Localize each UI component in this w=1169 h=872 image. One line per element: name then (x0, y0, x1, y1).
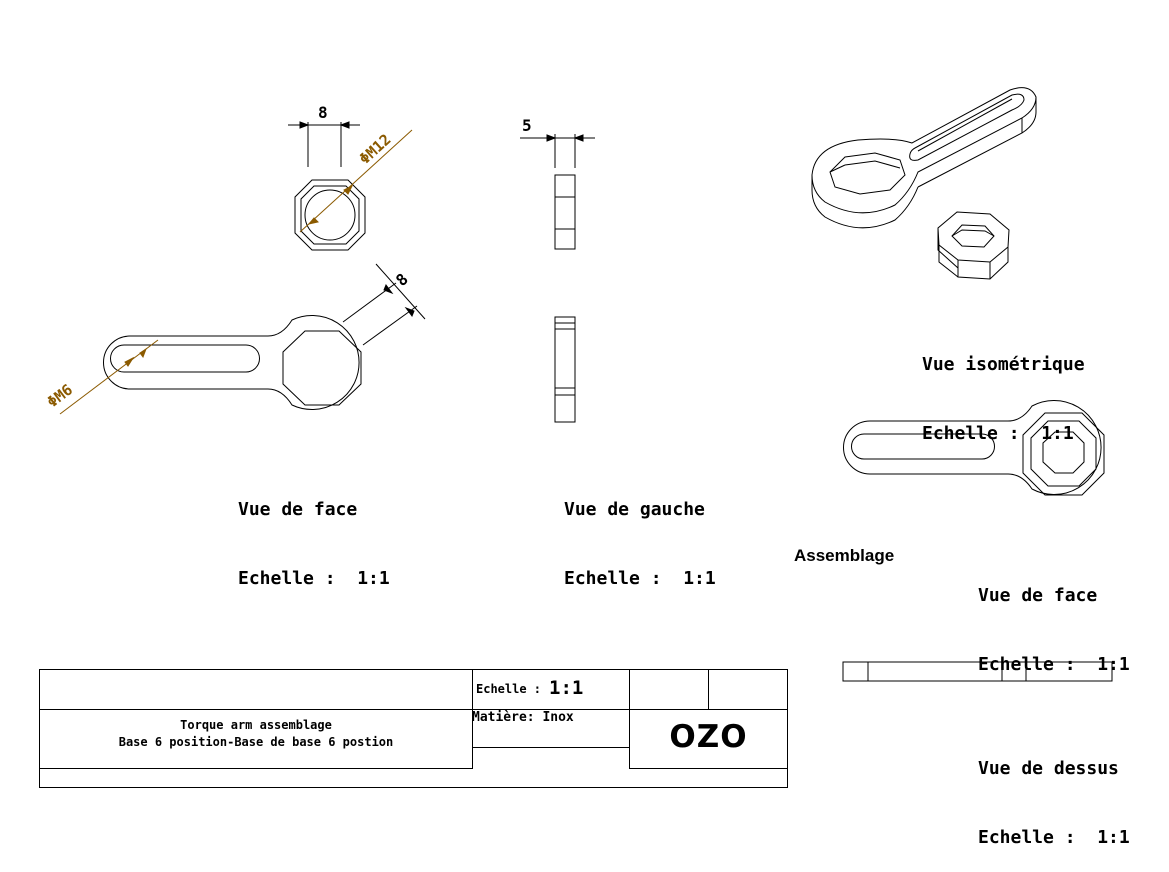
nut-outer-octagon (294, 179, 366, 251)
iso-arm-outline (811, 87, 1037, 214)
title-block-material: Matière: Inox (472, 710, 574, 725)
left-view-label: Vue de gauche Echelle : 1:1 (564, 452, 716, 613)
dim-side-thickness-text: 5 (522, 116, 532, 135)
left-view-nut (554, 174, 576, 250)
nut-bore-circle (304, 189, 356, 241)
assembly-front-scale: Echelle : 1:1 (978, 654, 1130, 675)
dim-slot-diameter-text: ΦM6 (44, 381, 76, 412)
assembly-arm-slot (851, 433, 995, 460)
iso-nut-bore (951, 224, 995, 248)
title-block-title-line2: Base 6 position-Base de base 6 postion (118, 735, 394, 749)
title-block-scale-value: 1:1 (549, 677, 584, 699)
dim-side-thickness (520, 134, 595, 168)
left-view-scale: Echelle : 1:1 (564, 568, 716, 589)
dim-top-width-text: 8 (318, 103, 328, 122)
dim-top-width (288, 121, 360, 167)
front-view-scale: Echelle : 1:1 (238, 568, 390, 589)
nut-inner-octagon (300, 185, 360, 245)
title-block: Torque arm assemblage Base 6 position-Ba… (39, 669, 788, 788)
assembly-arm-outline (843, 400, 1102, 495)
front-view-label: Vue de face Echelle : 1:1 (238, 452, 390, 613)
assembly-outer-octagon (1022, 412, 1105, 496)
technical-drawing: 8 ΦM12 8 ΦM6 (44, 87, 1113, 682)
assembly-bore-octagon (1042, 431, 1085, 474)
arm-octagon-hole (282, 330, 362, 406)
assembly-front-title: Vue de face (978, 585, 1098, 606)
dim-arm-width (342, 263, 426, 346)
iso-arm-slot (909, 93, 1025, 161)
nut-front-view (294, 179, 366, 251)
title-block-title-line1: Torque arm assemblage (180, 718, 332, 732)
assembly-top-view (842, 661, 1113, 682)
left-view-title: Vue de gauche (564, 499, 705, 520)
dim-top-diameter-text: ΦM12 (356, 130, 395, 168)
title-block-code: OZO (669, 719, 748, 755)
iso-view-scale: Echelle : 1:1 (922, 423, 1074, 444)
assembly-top-title: Vue de dessus (978, 758, 1119, 779)
iso-view (811, 87, 1037, 280)
left-view-arm (554, 316, 576, 423)
assembly-front-view (843, 400, 1105, 496)
assembly-top-label: Vue de dessus Echelle : 1:1 (978, 711, 1130, 872)
iso-nut-top (937, 211, 1010, 263)
dim-arm-width-text: 8 (392, 269, 412, 290)
left-view (554, 174, 576, 423)
assembly-top-scale: Echelle : 1:1 (978, 827, 1130, 848)
arm-outline (103, 315, 360, 410)
iso-arm-octagon-hole (829, 152, 906, 195)
assembly-nut-octagon (1030, 420, 1097, 487)
front-view-title: Vue de face (238, 499, 358, 520)
arm-slot (110, 344, 260, 373)
arm-front-view (103, 315, 362, 410)
iso-view-title: Vue isométrique (922, 354, 1085, 375)
assembly-label: Assemblage (794, 546, 895, 565)
title-block-scale-label: Echelle : (476, 682, 542, 696)
dim-top-diameter (299, 129, 413, 233)
iso-view-label: Vue isométrique Echelle : 1:1 (922, 307, 1085, 468)
assembly-front-label: Vue de face Echelle : 1:1 (978, 538, 1130, 699)
dim-slot-diameter (59, 339, 159, 415)
